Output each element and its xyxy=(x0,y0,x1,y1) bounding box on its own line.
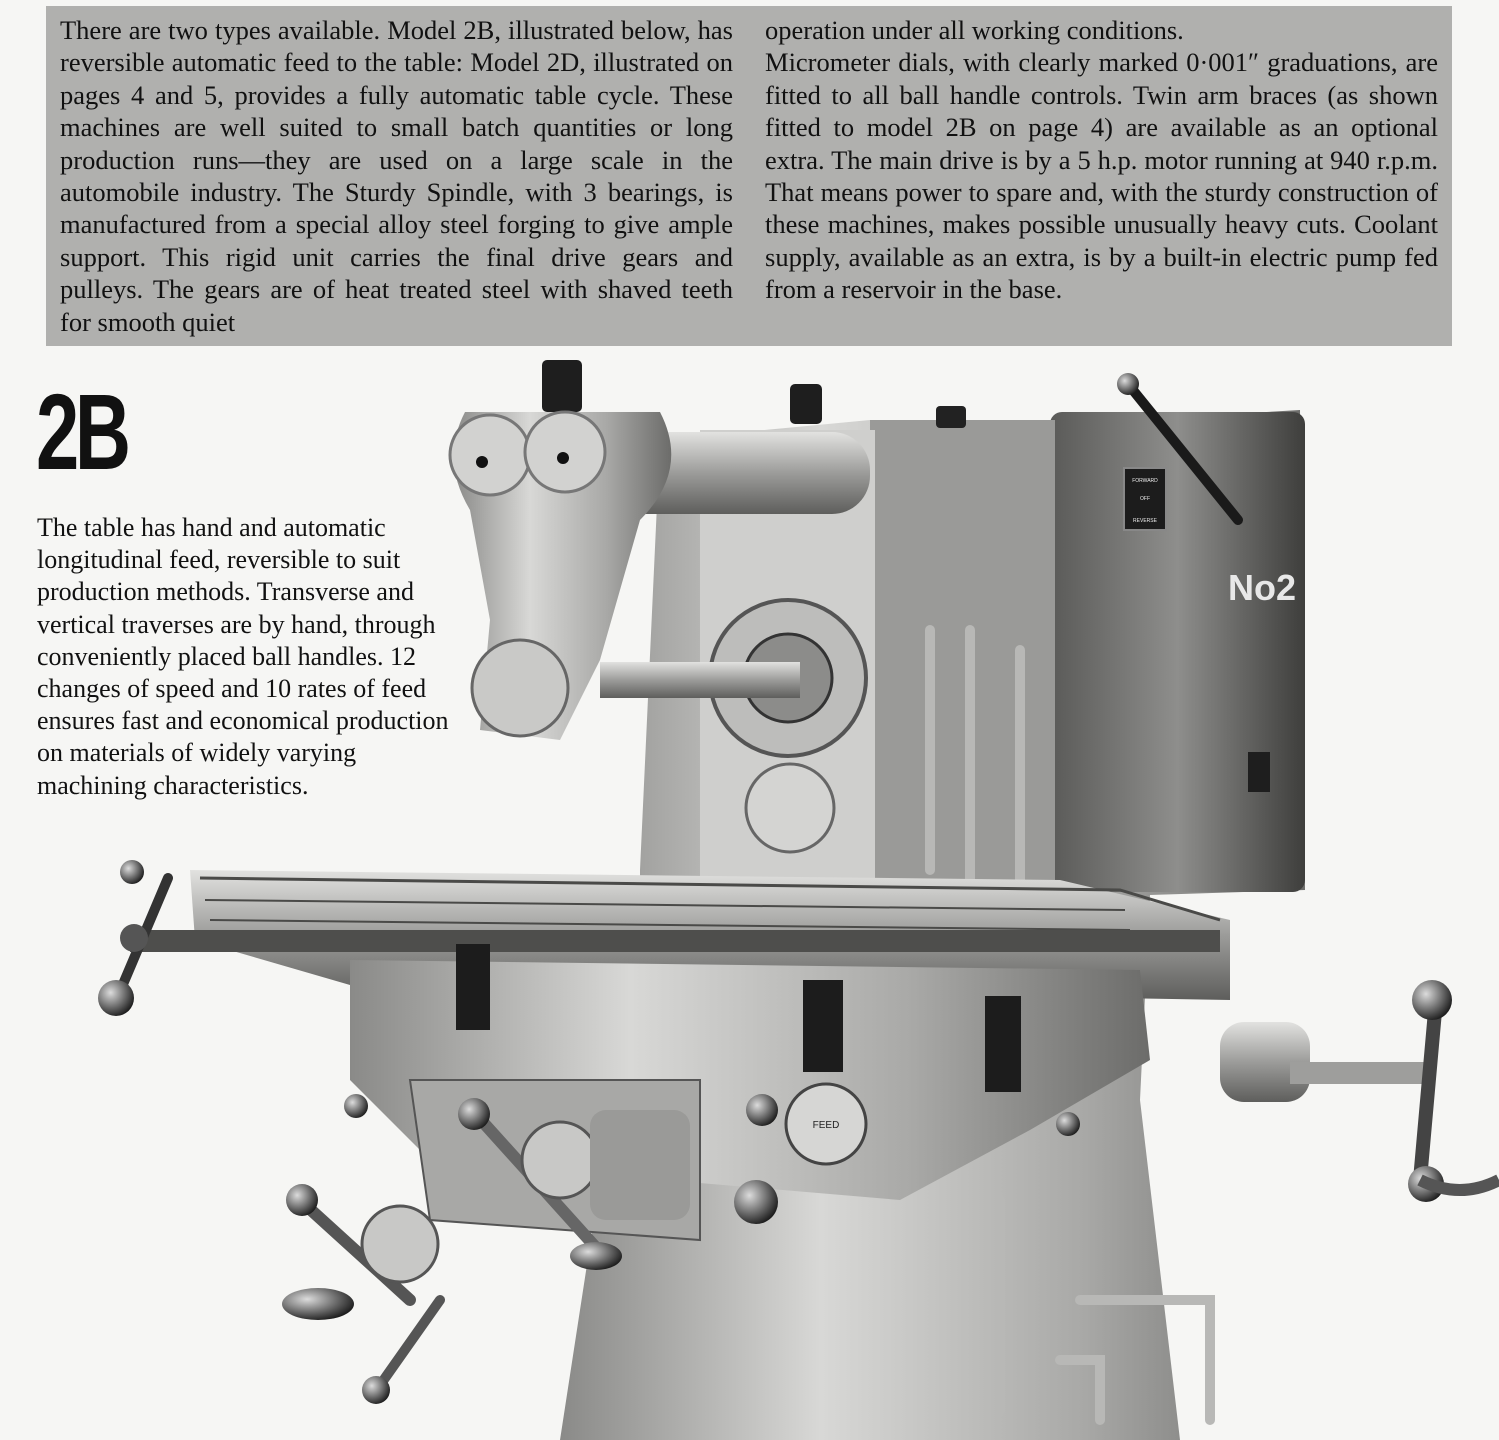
intro-text-box: There are two types available. Model 2B,… xyxy=(46,6,1452,346)
intro-paragraph-left: There are two types available. Model 2B,… xyxy=(60,15,733,337)
start-switch-plate: FORWARD OFF REVERSE xyxy=(1123,467,1167,531)
intro-column-left: There are two types available. Model 2B,… xyxy=(60,14,733,346)
intro-paragraph-right-1: operation under all working conditions. xyxy=(765,15,1184,45)
intro-column-right: operation under all working conditions. … xyxy=(765,14,1438,346)
switch-reverse-label: REVERSE xyxy=(1133,518,1158,524)
arbor-support-bracket xyxy=(448,410,672,740)
table-handwheel-left xyxy=(98,860,173,1016)
vertical-feed-handles xyxy=(282,1094,1080,1404)
switch-off-label: OFF xyxy=(1140,496,1150,502)
feed-dial-text: FEED xyxy=(813,1120,840,1131)
coolant-pipes xyxy=(925,625,1215,1425)
table-handwheel-right xyxy=(1220,980,1499,1202)
lever-handle xyxy=(1117,373,1243,525)
switch-forward-label: FORWARD xyxy=(1132,478,1158,484)
model-description: The table has hand and automatic longitu… xyxy=(37,513,449,800)
model-badge: No2 xyxy=(1228,567,1296,792)
spindle-and-arbor xyxy=(600,598,868,854)
intro-paragraph-right-2: Micrometer dials, with clearly marked 0·… xyxy=(765,47,1438,305)
milling-machine-illustration: FORWARD OFF REVERSE No2 FEED xyxy=(98,360,1499,1440)
model-title: 2B xyxy=(36,371,131,492)
feed-selector-dial: FEED xyxy=(734,1082,868,1224)
cross-feed-handles xyxy=(458,1098,690,1270)
model-badge-text: No2 xyxy=(1228,567,1296,608)
